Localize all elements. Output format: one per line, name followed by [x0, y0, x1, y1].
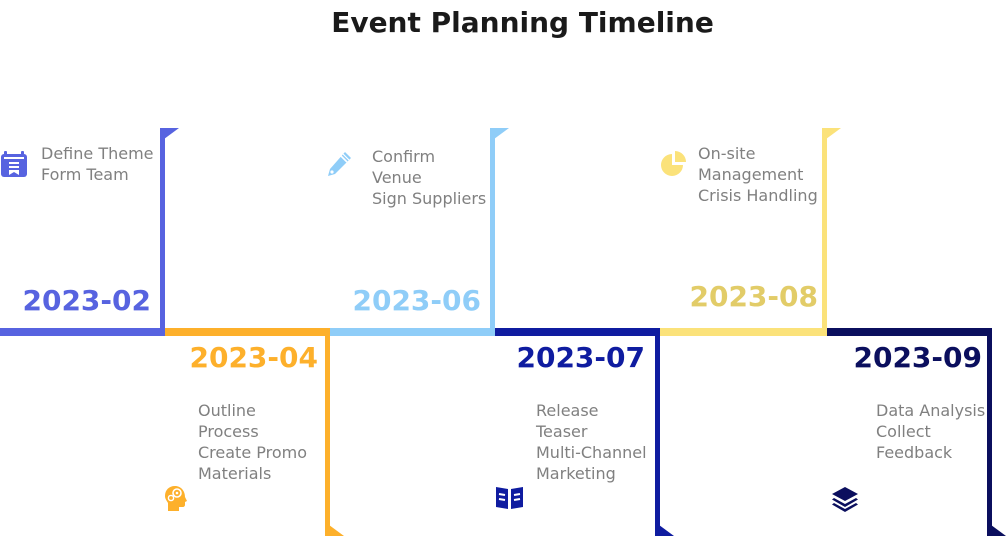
axis-segment-2023-09: [827, 328, 992, 336]
event-flag: [987, 522, 1006, 536]
event-flag: [490, 128, 509, 142]
event-description: Define Theme Form Team: [41, 144, 154, 184]
event-date: 2023-08: [689, 280, 818, 313]
axis-segment-2023-07: [495, 328, 660, 336]
layers-icon: [831, 486, 859, 512]
event-marker-line: [822, 128, 827, 336]
event-flag: [325, 522, 344, 536]
event-date: 2023-09: [853, 341, 982, 374]
event-flag: [822, 128, 841, 142]
calendar-icon: [0, 150, 28, 178]
axis-segment-2023-08: [660, 328, 827, 336]
pencil-icon: [326, 150, 352, 178]
axis-segment-2023-04: [165, 328, 330, 336]
axis-segment-2023-06: [330, 328, 495, 336]
event-date: 2023-04: [189, 341, 318, 374]
event-marker-line: [490, 128, 495, 336]
event-date: 2023-02: [22, 284, 151, 317]
event-description: Outline Process Create Promo Materials: [198, 401, 308, 483]
event-marker-line: [655, 328, 660, 536]
event-description: Confirm Venue Sign Suppliers: [372, 147, 487, 208]
event-date: 2023-07: [516, 341, 645, 374]
axis-segment-2023-02: [0, 328, 165, 336]
event-flag: [655, 522, 674, 536]
event-description: Release Teaser Multi-Channel Marketing: [536, 401, 647, 483]
event-marker-line: [325, 328, 330, 536]
event-marker-line: [160, 128, 165, 336]
event-description: On-site Management Crisis Handling: [698, 144, 818, 205]
event-flag: [160, 128, 179, 142]
pie-chart-icon: [660, 150, 687, 177]
head-gears-icon: [164, 485, 188, 512]
event-marker-line: [987, 328, 992, 536]
page-title: Event Planning Timeline: [331, 6, 714, 39]
event-description: Data Analysis Collect Feedback: [876, 401, 986, 462]
open-book-icon: [495, 485, 524, 510]
event-date: 2023-06: [352, 284, 481, 317]
